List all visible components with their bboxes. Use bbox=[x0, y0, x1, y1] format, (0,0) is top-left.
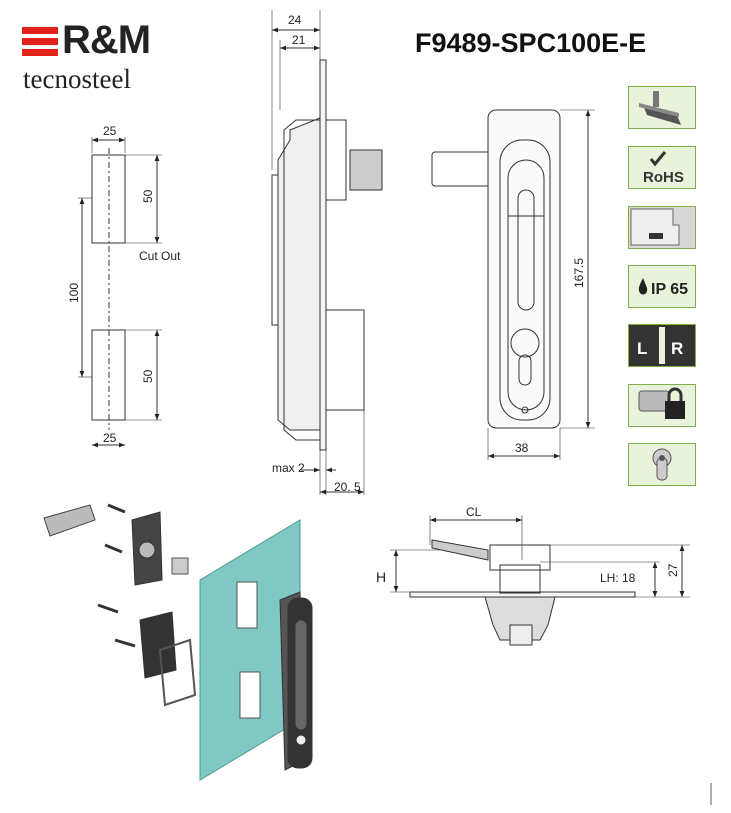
cutout-width-bottom-label: 25 bbox=[103, 431, 117, 445]
rohs-icon: RoHS bbox=[628, 146, 696, 189]
front-view-drawing bbox=[431, 109, 595, 460]
side-max-label: max 2 bbox=[272, 461, 305, 475]
padlock-key-icon bbox=[628, 384, 696, 427]
left-right-icon: L R bbox=[628, 324, 696, 367]
brand-logo-bars bbox=[22, 27, 58, 57]
front-width-label: 38 bbox=[515, 441, 529, 455]
cutout-width-top-label: 25 bbox=[103, 124, 117, 138]
cutout-height-top-label: 50 bbox=[141, 189, 155, 203]
ip-rating-icon: IP 65 bbox=[628, 265, 696, 308]
section-cl-label: CL bbox=[466, 505, 482, 519]
section-total-label: 27 bbox=[666, 563, 680, 577]
ip-label: IP 65 bbox=[651, 281, 688, 298]
panel-mount-icon bbox=[628, 206, 696, 249]
cylinder-lock-icon bbox=[628, 443, 696, 486]
right-label: R bbox=[671, 339, 683, 358]
section-lh-label: LH: 18 bbox=[600, 571, 636, 585]
cutout-height-bottom-label: 50 bbox=[141, 369, 155, 383]
product-code: F9489-SPC100E-E bbox=[415, 28, 647, 58]
brand-subtitle: tecnosteel bbox=[23, 64, 131, 94]
brand-name: R&M bbox=[62, 18, 151, 62]
side-overall-label: 24 bbox=[288, 13, 302, 27]
side-view-drawing bbox=[271, 10, 383, 495]
front-height-label: 167.5 bbox=[572, 258, 586, 288]
side-inner-label: 21 bbox=[292, 33, 306, 47]
exploded-assembly-drawing bbox=[43, 503, 313, 781]
profile-rail-icon bbox=[628, 86, 696, 129]
cutout-pitch-label: 100 bbox=[67, 283, 81, 303]
section-view-drawing bbox=[390, 515, 690, 646]
cutout-label: Cut Out bbox=[139, 249, 181, 263]
side-depth-label: 20. 5 bbox=[334, 480, 361, 494]
section-h-label: H bbox=[376, 569, 386, 585]
left-label: L bbox=[637, 339, 647, 358]
cutout-drawing bbox=[78, 137, 162, 448]
rohs-label: RoHS bbox=[643, 169, 684, 186]
